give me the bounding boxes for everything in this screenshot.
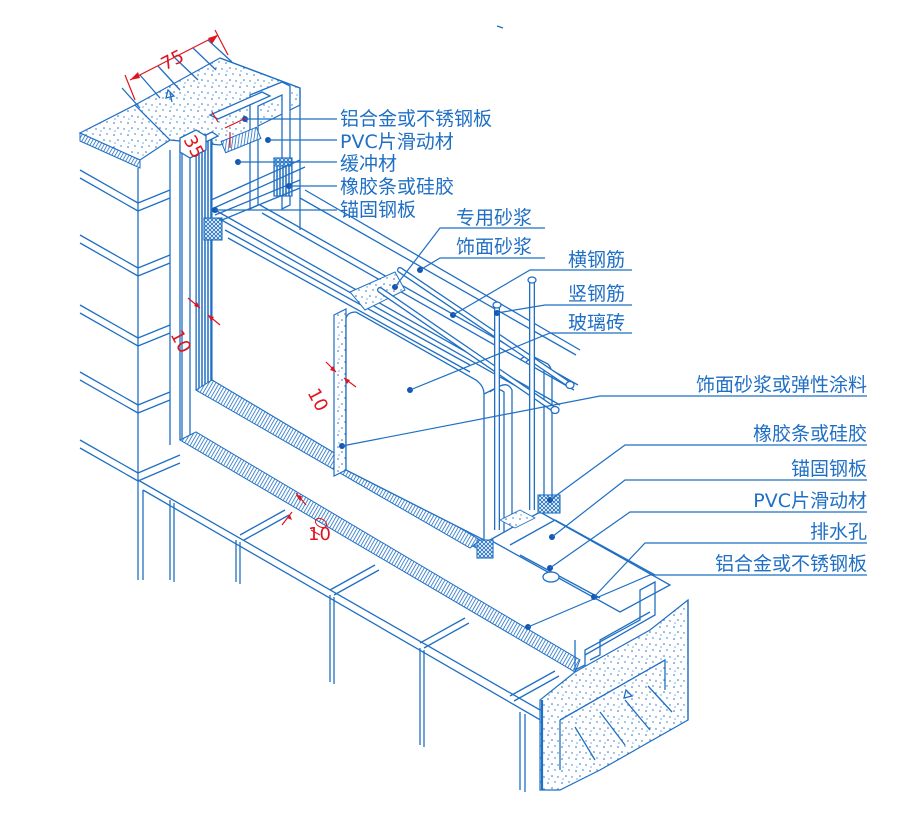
- bottom-rubber-strip-left: [476, 539, 494, 559]
- label-buffer-material: 缓冲材: [340, 153, 397, 175]
- left-brick-wall: [78, 104, 181, 580]
- label-finish-mortar-or-coating: 饰面砂浆或弹性涂料: [696, 374, 867, 396]
- bottom-rubber-strip-right: [537, 494, 561, 514]
- label-special-mortar: 专用砂浆: [456, 207, 532, 229]
- label-finish-mortar: 饰面砂浆: [456, 236, 532, 258]
- label-glass-block: 玻璃砖: [568, 312, 625, 334]
- bottom-frame-channel: [476, 494, 672, 672]
- label-rubber-strip-bottom: 橡胶条或硅胶: [753, 423, 867, 445]
- brick-courses: [79, 169, 181, 482]
- bottom-channel-profile: [574, 580, 656, 672]
- label-anchor-plate-top: 锚固钢板: [340, 199, 416, 221]
- label-drain-hole: 排水孔: [810, 521, 867, 543]
- left-rubber-strip: [203, 217, 223, 241]
- drain-hole: [542, 571, 560, 583]
- rebar-group: [377, 267, 575, 530]
- label-vertical-rebar: 竖钢筋: [568, 283, 625, 305]
- top-label-group: 铝合金或不锈钢板 PVC片滑动材 缓冲材 橡胶条或硅胶 锚固钢板: [340, 108, 492, 221]
- left-wall-top-edge-hatch: [79, 132, 141, 169]
- dimension-10-sill-text: 10: [308, 524, 331, 545]
- leaders: [212, 116, 867, 630]
- label-aluminum-plate-bottom: 铝合金或不锈钢板: [715, 553, 867, 575]
- dimension-10-sill: 10: [281, 492, 331, 545]
- elevation-marker-bottom: [623, 688, 634, 699]
- elevation-marker-top: [165, 88, 176, 103]
- top-buffer-material: [220, 126, 262, 154]
- glass-block-panel: [214, 189, 581, 548]
- label-anchor-plate-bottom: 锚固钢板: [791, 458, 867, 480]
- dimension-10-block-text: 10: [303, 385, 332, 415]
- sill-hatch-band: [178, 431, 581, 673]
- top-mark: [496, 25, 504, 29]
- label-pvc-sliding-top: PVC片滑动材: [340, 131, 454, 153]
- mortar-joint: [333, 308, 347, 477]
- label-aluminum-plate-top: 铝合金或不锈钢板: [340, 108, 492, 130]
- ceiling-slab: [121, 39, 301, 230]
- middle-label-group: 专用砂浆 饰面砂浆 横钢筋 竖钢筋 玻璃砖: [456, 207, 625, 334]
- bottom-right-wall: [539, 598, 689, 791]
- label-rubber-strip-top: 橡胶条或硅胶: [340, 176, 454, 198]
- label-pvc-sliding-bottom: PVC片滑动材: [753, 490, 867, 512]
- label-horizontal-rebar: 横钢筋: [568, 249, 625, 271]
- right-label-group: 饰面砂浆或弹性涂料 橡胶条或硅胶 锚固钢板 PVC片滑动材 排水孔 铝合金或不锈…: [696, 374, 867, 575]
